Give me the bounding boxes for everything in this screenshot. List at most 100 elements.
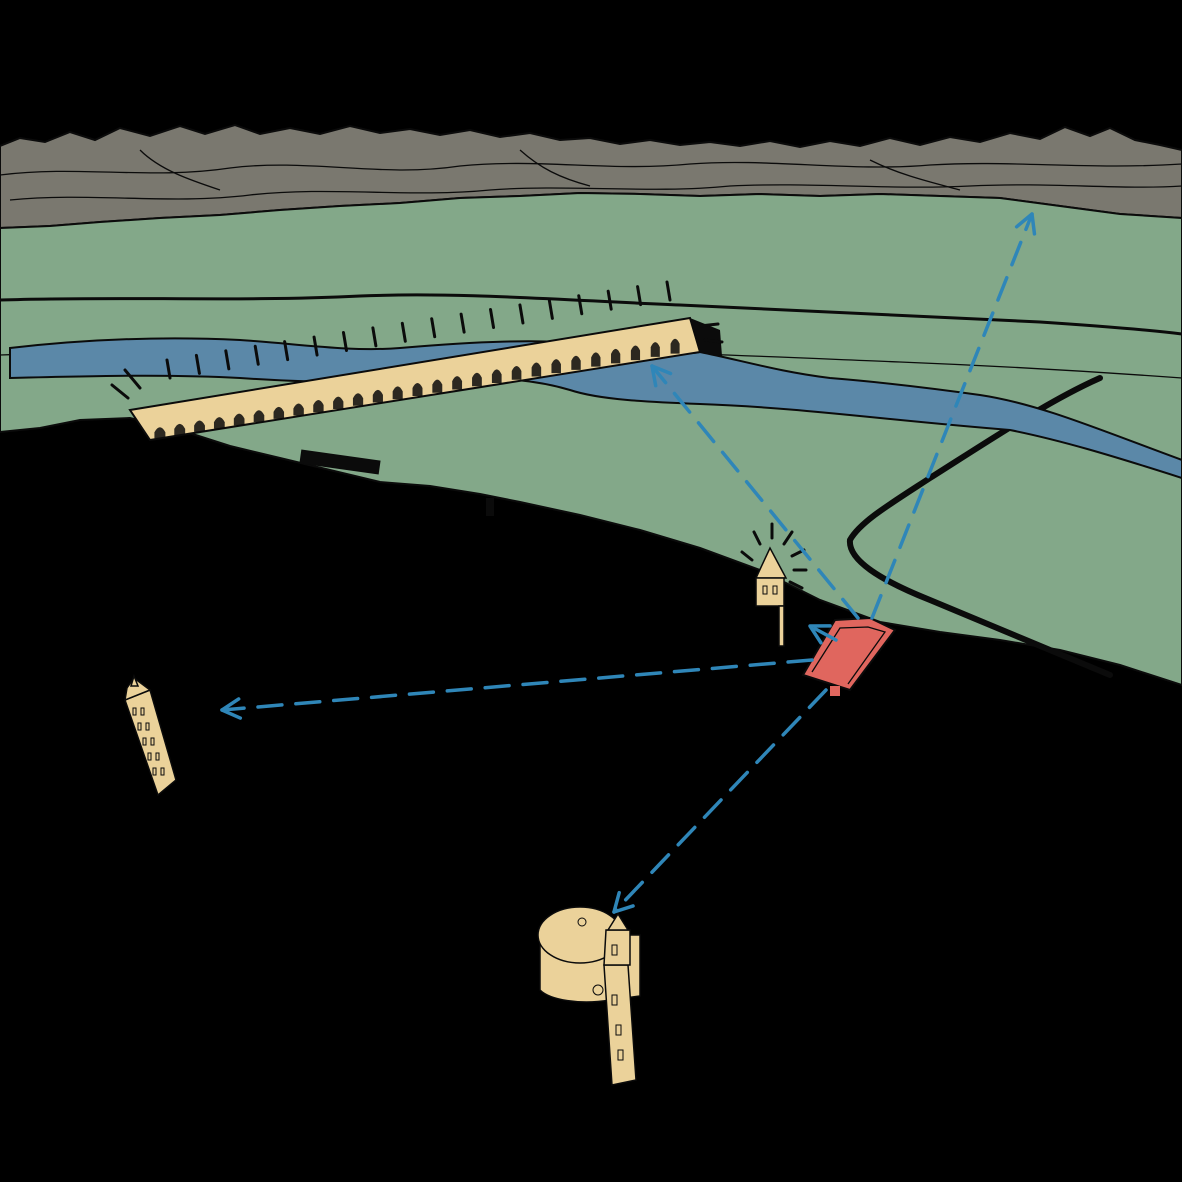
aqueduct-arch: [670, 338, 680, 354]
road-line: [846, 375, 1113, 678]
aqueduct-arch: [352, 393, 364, 406]
aqueduct: [110, 280, 724, 442]
aqueduct-arch: [650, 342, 660, 357]
emphasis-ticks: [740, 522, 808, 590]
sightline-domed-church: [612, 688, 828, 914]
emphasis-tick: [341, 330, 348, 352]
sightline-mountains-arrowhead: [1014, 212, 1037, 236]
sightlines: [220, 212, 1037, 914]
church-windows: [592, 944, 624, 1061]
emphasis-tick: [430, 317, 437, 339]
field-buildings: [299, 449, 494, 516]
sightline-small-tower: [808, 624, 838, 642]
church-lantern: [577, 917, 587, 927]
aqueduct-arch: [372, 389, 383, 403]
tower-window: [132, 707, 137, 716]
emphasis-tick: [518, 303, 525, 325]
sightline-left-tower-arrowhead: [220, 697, 243, 720]
aqueduct-arch: [333, 396, 344, 410]
emphasis-tick: [636, 285, 643, 307]
aqueduct-arch: [591, 352, 601, 367]
chimney-silhouette: [486, 498, 494, 516]
small-tower-window: [772, 585, 778, 595]
emphasis-tick: [698, 322, 720, 328]
emphasis-tick: [459, 312, 466, 334]
emphasis-tick: [224, 349, 231, 371]
aqueduct-arch: [452, 376, 463, 390]
aqueduct-arch: [293, 403, 304, 416]
emphasis-tick: [788, 580, 804, 590]
barn-silhouette: [299, 449, 381, 475]
emphasis-ticks: [110, 280, 724, 400]
aqueduct-arch: [253, 410, 265, 423]
emphasis-tick: [165, 358, 172, 380]
aqueduct-arch: [154, 427, 166, 439]
emphasis-tick: [547, 298, 554, 320]
emphasis-tick: [740, 550, 754, 562]
aqueduct-arch: [630, 345, 641, 361]
aqueduct-arch: [174, 423, 186, 436]
tower-window: [147, 752, 152, 761]
aqueduct-arch: [233, 413, 245, 426]
church-window: [592, 984, 604, 996]
bell-tower-spire: [606, 912, 630, 931]
sightline-aqueduct-arrowhead: [650, 364, 673, 388]
aqueduct-arch: [491, 369, 502, 383]
tower-window: [145, 722, 150, 731]
emphasis-tick: [123, 368, 142, 390]
aqueduct-arch: [432, 379, 443, 393]
small-tower-window: [762, 585, 768, 595]
aqueduct-shadow: [690, 318, 722, 356]
tower-window: [137, 722, 142, 731]
emphasis-tick: [253, 344, 260, 366]
emphasis-tick: [283, 340, 290, 362]
aqueduct-arch: [273, 406, 285, 419]
aqueduct-arches: [154, 338, 680, 439]
tower-window: [150, 737, 155, 746]
tower-window: [152, 767, 157, 776]
tower-window: [142, 737, 147, 746]
tower-window: [140, 707, 145, 716]
aqueduct-arch: [213, 417, 225, 429]
aqueduct-arch: [412, 383, 423, 396]
ridge-line: [9, 184, 1182, 201]
tall-tower: [124, 673, 177, 797]
aqueduct-arch: [531, 362, 542, 377]
aqueduct-arch: [611, 348, 621, 364]
emphasis-tick: [110, 383, 130, 400]
emphasis-tick: [371, 326, 378, 348]
emphasis-tick: [703, 338, 724, 344]
emphasis-tick: [665, 280, 672, 302]
aqueduct-arch: [551, 359, 561, 374]
sightline-domed-church-arrowhead: [612, 890, 635, 914]
small-tower: [740, 522, 808, 647]
sightline-left-tower: [220, 658, 814, 712]
sightline-aqueduct: [650, 364, 860, 620]
aqueduct-arch: [571, 355, 581, 370]
aqueduct-arch: [472, 372, 482, 387]
aqueduct-arch: [392, 386, 403, 400]
aqueduct-arch: [511, 365, 522, 380]
small-tower-pole: [778, 605, 785, 647]
domed-church: [537, 906, 641, 1086]
viewpoint-leg: [830, 686, 840, 696]
emphasis-tick: [752, 530, 762, 546]
tower-window: [160, 767, 165, 776]
emphasis-tick: [400, 321, 407, 343]
church-window: [611, 994, 618, 1006]
tower-window: [155, 752, 160, 761]
ridge-line: [139, 149, 961, 191]
church-window: [615, 1024, 622, 1036]
aqueduct-arch: [194, 420, 205, 432]
sightline-small-tower-arrowhead: [808, 624, 832, 645]
tall-tower-spire: [129, 673, 140, 687]
church-window: [611, 944, 618, 956]
emphasis-tick: [194, 353, 201, 375]
sightline-mountains: [870, 212, 1034, 620]
ridge-line: [0, 161, 1182, 176]
emphasis-tick: [782, 530, 794, 546]
emphasis-tick: [312, 335, 319, 357]
emphasis-tick: [606, 289, 613, 311]
tall-tower-windows: [132, 707, 165, 776]
